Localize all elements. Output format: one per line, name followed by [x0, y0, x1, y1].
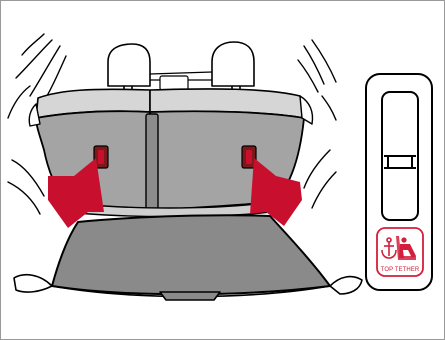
top-tether-label: TOP TETHER	[381, 267, 420, 273]
child-seat-anchor-icon: TOP TETHER	[377, 228, 423, 276]
seat-split	[146, 114, 158, 218]
tether-callout: TOP TETHER	[366, 74, 432, 290]
